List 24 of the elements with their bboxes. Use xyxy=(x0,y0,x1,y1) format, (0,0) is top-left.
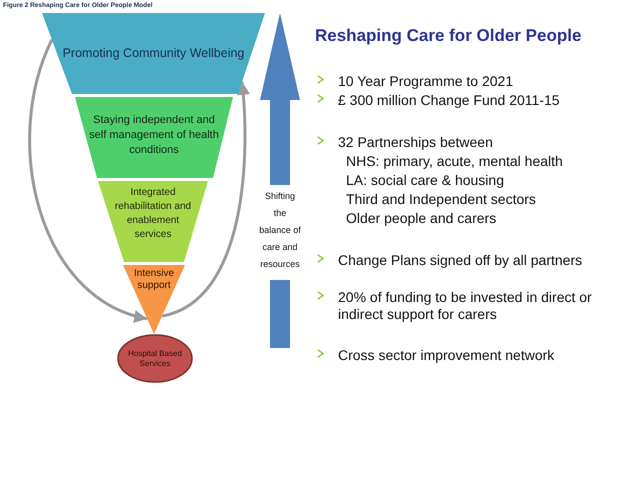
funnel-band xyxy=(42,13,265,94)
sub-item-text: Third and Independent sectors xyxy=(346,191,537,208)
sub-item-text: Older people and carers xyxy=(346,210,498,227)
funnel-tip xyxy=(123,265,185,334)
band-label: Integrated rehabilitation and enablement services xyxy=(114,186,192,242)
bullet-text: Change Plans signed off by all partners xyxy=(338,252,584,269)
arrow-label: Shifting the balance of care and resources xyxy=(258,190,302,271)
bullet-text: 10 Year Programme to 2021 xyxy=(338,73,514,90)
sub-item-text: LA: social care & housing xyxy=(346,172,505,189)
curved-arrow xyxy=(162,82,250,318)
funnel-band xyxy=(75,97,233,178)
bullet-text: Cross sector improvement network xyxy=(338,347,556,364)
band-label: Staying independent and self management of health conditions xyxy=(88,113,220,158)
bullet-text: 32 Partnerships between xyxy=(338,134,494,151)
ellipse-label: Hospital Based Services xyxy=(127,349,183,369)
bullet-text: 20% of funding to be invested in direct or indirect support for carers xyxy=(338,289,593,323)
slide-title: Reshaping Care for Older People xyxy=(315,26,582,46)
sub-item-text: NHS: primary, acute, mental health xyxy=(346,153,564,170)
ellipse-node xyxy=(117,334,193,383)
funnel-band xyxy=(98,181,208,262)
band-label: Promoting Community Wellbeing xyxy=(62,45,246,61)
bullet-text: £ 300 million Change Fund 2011-15 xyxy=(338,92,561,109)
band-label: Intensive support xyxy=(132,268,176,292)
curved-arrow xyxy=(28,39,148,322)
